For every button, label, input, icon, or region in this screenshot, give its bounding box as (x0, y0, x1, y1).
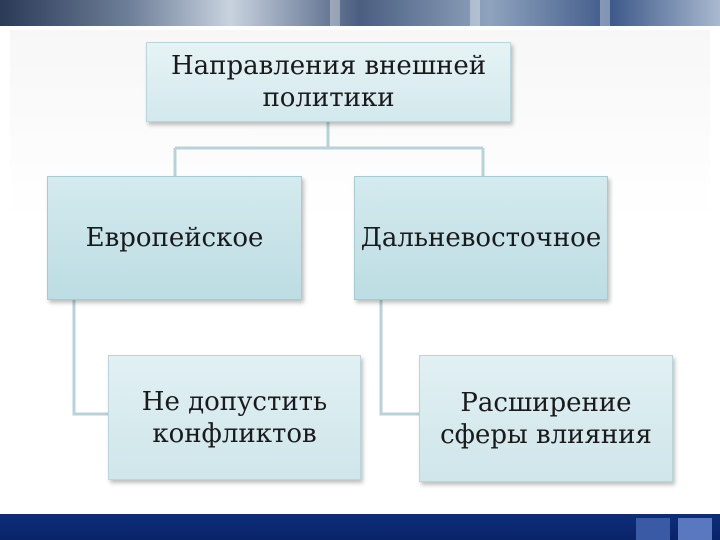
branch-node-european-label: Европейское (85, 223, 264, 253)
connector-root-to-branches (173, 122, 485, 176)
branch-node-european: Европейское (47, 176, 302, 300)
bottom-bar-square (678, 518, 712, 540)
child-node-expand-influence: Расширение сферы влияния (419, 355, 673, 482)
branch-node-far-eastern-label: Дальневосточное (360, 223, 602, 253)
child-node-expand-influence-label: Расширение сферы влияния (440, 387, 652, 450)
child-node-avoid-conflicts: Не допустить конфликтов (108, 355, 361, 480)
connector-right-to-child (379, 300, 419, 416)
bottom-bar (0, 514, 720, 540)
bottom-bar-square (636, 518, 670, 540)
root-node: Направления внешней политики (146, 42, 511, 122)
root-node-label: Направления внешней политики (170, 51, 487, 113)
child-node-avoid-conflicts-label: Не допустить конфликтов (141, 386, 328, 449)
top-banner-image (0, 0, 720, 26)
branch-node-far-eastern: Дальневосточное (354, 176, 608, 300)
connector-left-to-child (72, 300, 108, 416)
